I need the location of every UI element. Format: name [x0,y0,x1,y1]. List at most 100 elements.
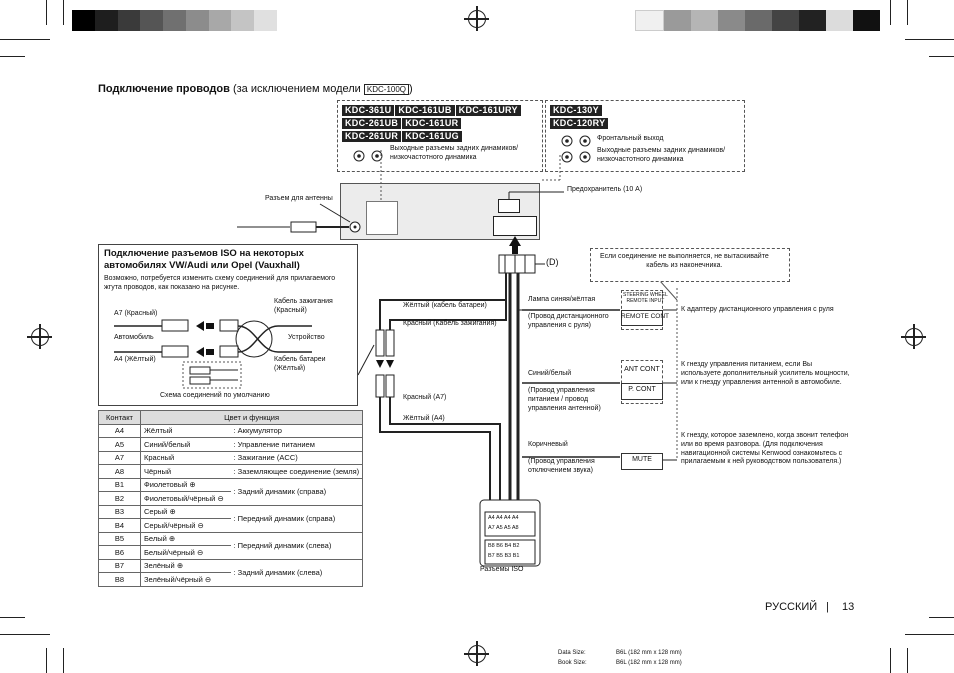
crop-mark [907,648,908,673]
section-heading: Подключение проводов (за исключением мод… [98,83,413,95]
ant-cont-box [621,360,663,404]
car-label: Автомобиль [114,334,154,341]
power-connector [493,216,537,236]
power-note: К гнезду управления питанием, если Вы ис… [681,361,850,386]
plus-icon: ⊕ [176,561,184,571]
minus-icon: ⊖ [196,547,204,557]
data-size-label: Data Size: [558,650,586,656]
color-bar-right [635,10,880,31]
fuse [498,199,520,213]
fuse-label: Предохранитель (10 A) [567,186,643,193]
table-header: Цвет и функция [139,410,364,425]
yellow-a4-label: Жёлтый (A4) [403,415,445,422]
mute-note: К гнезду, которое заземлено, когда звони… [681,432,849,466]
crop-mark [0,634,50,635]
section-subtitle: (за исключением модели [232,83,361,95]
antenna-label: Разъем для антенны [265,195,333,202]
rca-port [366,201,398,235]
plus-icon: ⊕ [168,534,176,544]
minus-icon: ⊖ [217,493,224,503]
ignition-cable-label: Кабель зажигания (Красный) [274,298,333,314]
model-label: KDC-261UB [342,118,402,129]
registration-mark-icon [901,324,926,349]
model-label: KDC-161URY [455,105,521,116]
model-label: KDC-161UG [402,131,462,142]
registration-mark-icon [464,641,489,666]
registration-mark-icon [27,324,52,349]
remote-cont-label: REMOTE CONT [621,313,670,320]
swatch [140,10,164,31]
no-pull-note [590,248,790,282]
a7-label: A7 (Красный) [114,310,158,317]
blue-yellow-label: Лампа синяя/жёлтая [528,296,596,303]
model-label: KDC-161UR [402,118,462,129]
crop-mark [929,617,954,618]
crop-mark [907,0,908,25]
p-cont-connector [621,383,663,400]
iso-pins-b1: B8 B6 B4 B2 [488,543,520,549]
crop-mark [46,648,47,673]
yellow-battery-label: Жёлтый (кабель батареи) [403,302,487,309]
device-label: Устройство [288,334,325,341]
steering-note: К адаптеру дистанционного управления с р… [681,306,834,313]
page-number: 13 [842,601,855,613]
power-control-label: (Провод управления питанием / провод упр… [528,387,601,412]
crop-mark [905,634,954,635]
iso-pins-b2: B7 B5 B3 B1 [488,553,520,559]
minus-icon: ⊖ [204,574,212,584]
crop-mark [929,56,954,57]
swatch [772,10,799,31]
steering-input-label: STEERING WHEEL REMOTE INPUT [623,292,668,305]
book-size-value: B6L (182 mm x 128 mm) [616,660,682,666]
swatch [117,10,141,31]
swatch [163,10,186,31]
p-cont-label: P. CONT [628,386,656,393]
steering-remote-label: (Провод дистанционного управления с руля… [528,313,609,329]
section-title: Подключение проводов [98,83,230,95]
crop-mark [0,39,50,40]
book-size-label: Book Size: [558,660,587,666]
blue-white-label: Синий/белый [528,370,572,377]
page-language: РУССКИЙ [765,601,818,613]
remote-cont-connector [621,310,663,326]
swatch [254,10,278,31]
iso-panel [98,244,358,406]
swatch [745,10,772,31]
iso-panel-title: Подключение разъемов ISO на некоторых ав… [104,248,304,272]
model-label: KDC-261UR [342,131,402,142]
swatch [94,10,118,31]
close-paren: ) [409,83,413,95]
iso-pins-a2: A7 A5 A5 A8 [488,525,519,531]
mute-control-label: (Провод управления отключением звука) [528,458,595,474]
swatch [853,10,880,31]
no-pull-text: Если соединение не выполняется, не вытас… [600,253,769,269]
rear-output-label: Выходные разъемы задних динамиков/ низко… [597,147,726,163]
model-badge: KDC-100Q [363,84,410,95]
plus-icon: ⊕ [189,480,196,490]
data-size-value: B6L (182 mm x 128 mm) [616,650,682,656]
swatch [72,10,95,31]
d-label: (D) [546,257,559,267]
crop-mark [0,617,25,618]
crop-mark [63,648,64,673]
model-label: KDC-120RY [550,118,609,129]
red-a7-label: Красный (A7) [403,394,447,401]
crop-mark [46,0,47,25]
plus-icon: ⊕ [169,507,176,517]
mute-label: MUTE [632,456,652,463]
mute-connector [621,453,663,470]
page-separator: | [826,601,829,613]
crop-mark [63,0,64,25]
swatch [664,10,691,31]
